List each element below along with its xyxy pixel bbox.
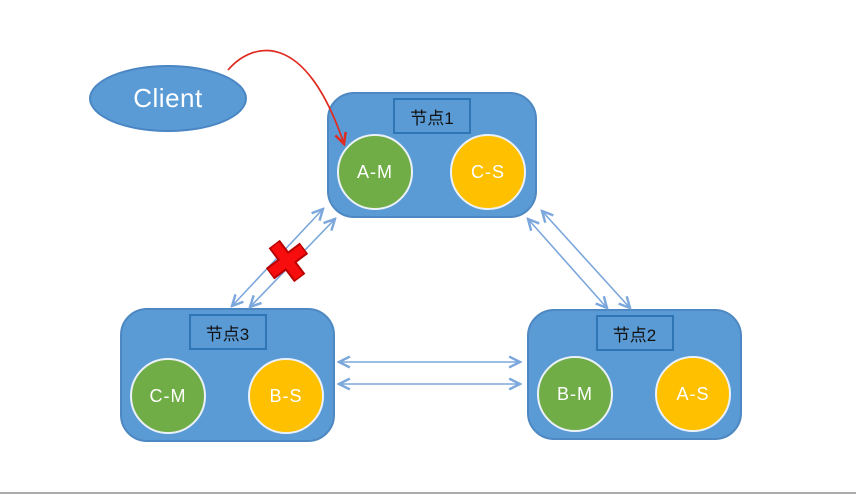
node3-master-circle: C-M (130, 358, 206, 434)
node1-master-circle: A-M (337, 134, 413, 210)
link-node1-node2-arrow-b (528, 219, 607, 308)
link-node1-node2-arrow-a (542, 211, 630, 308)
node1-box: 节点1 A-M C-S (327, 92, 537, 218)
link-node1-node3-arrow-a (232, 209, 323, 306)
node1-slave-text: C-S (471, 161, 505, 182)
node2-master-circle: B-M (537, 356, 613, 432)
node3-box: 节点3 C-M B-S (120, 308, 335, 442)
node1-label: 节点1 (393, 98, 471, 134)
node2-label: 节点2 (595, 315, 674, 351)
bottom-divider (0, 492, 856, 494)
node2-slave-circle: A-S (655, 356, 731, 432)
node1-slave-circle: C-S (450, 134, 526, 210)
link-node1-node3-arrow-b (250, 219, 335, 307)
node3-slave-circle: B-S (248, 358, 324, 434)
node2-master-text: B-M (557, 383, 593, 404)
node3-slave-text: B-S (269, 385, 303, 406)
node2-box: 节点2 B-M A-S (527, 309, 742, 440)
node3-label: 节点3 (188, 314, 267, 350)
node3-master-text: C-M (149, 385, 187, 406)
client-node: Client (89, 65, 247, 132)
client-label: Client (133, 83, 203, 113)
node1-master-text: A-M (357, 161, 393, 182)
node2-slave-text: A-S (676, 383, 710, 404)
broken-link-x-icon (265, 239, 309, 283)
